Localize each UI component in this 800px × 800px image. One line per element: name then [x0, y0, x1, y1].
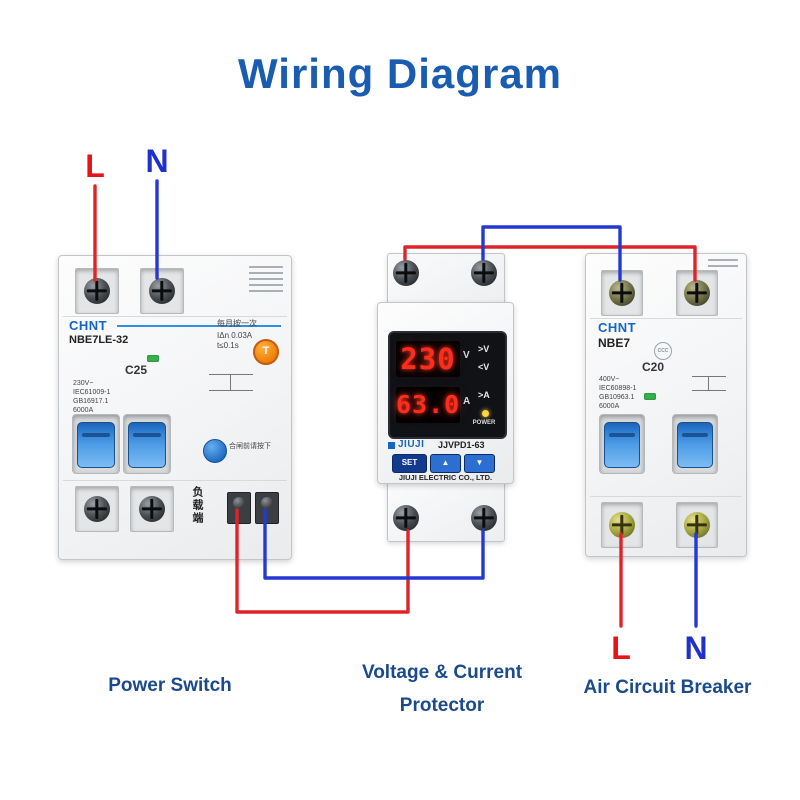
toggle-slot	[672, 414, 718, 474]
vent-louvers	[708, 259, 738, 269]
current-value: 63.0	[396, 390, 461, 419]
company-label: JIUJI ELECTRIC CO., LTD.	[398, 473, 493, 482]
up-button: ▲	[430, 454, 461, 473]
page-title: Wiring Diagram	[238, 50, 562, 97]
terminal-block	[601, 270, 643, 316]
breaker-toggle	[77, 422, 115, 468]
caption-protector-line1: Voltage & Current	[361, 662, 523, 683]
model-label: NBE7LE-32	[69, 334, 129, 346]
over-voltage-indicator: >V	[478, 344, 490, 354]
output-wire-clamp	[255, 492, 279, 524]
model-label: NBE7	[598, 336, 631, 350]
terminal-block	[676, 502, 718, 548]
molding-line	[63, 316, 287, 317]
terminal-block	[75, 268, 119, 314]
current-rating-label: C20	[642, 360, 665, 374]
voltage-value: 230	[400, 342, 456, 376]
spec-line: IEC60898-1	[599, 385, 637, 392]
terminal-screw	[393, 505, 419, 531]
terminal-screw	[471, 505, 497, 531]
trip-time-label: t≤0.1s	[217, 341, 239, 350]
output-wire-clamp	[227, 492, 251, 524]
monthly-test-note: 每月按一次	[217, 319, 257, 328]
protector-bottom-neck	[387, 480, 505, 542]
toggle-slot	[123, 414, 171, 474]
caption-power-switch: Power Switch	[108, 675, 232, 696]
spec-line: GB16917.1	[73, 398, 109, 405]
molding-line	[590, 496, 742, 497]
caption-air-breaker: Air Circuit Breaker	[583, 677, 752, 698]
terminal-screw	[84, 278, 110, 304]
terminal-block	[601, 502, 643, 548]
display-panel: 230 V >V <V 63.0 A >A POWER	[388, 331, 507, 439]
label-neutral-output: N	[684, 630, 708, 666]
status-indicator	[644, 393, 656, 400]
air-breaker-device: CHNT NBE7 CCC C20 400V~ IEC60898-1 GB109…	[585, 253, 747, 557]
terminal-screw	[471, 260, 497, 286]
under-voltage-indicator: <V	[478, 362, 490, 372]
set-button: SET	[392, 454, 427, 473]
vent-louvers	[249, 266, 283, 294]
label-neutral-input: N	[145, 143, 169, 179]
molding-line	[590, 318, 742, 319]
reclose-button	[203, 439, 227, 463]
breaker-toggle	[604, 422, 640, 468]
test-button: T	[253, 339, 279, 365]
reclose-note: 合闸前请按下	[229, 443, 271, 450]
terminal-block	[75, 486, 119, 532]
brand-logo: CHNT	[69, 318, 108, 333]
spec-line: 6000A	[73, 407, 94, 414]
terminal-screw	[684, 280, 710, 306]
model-label: JJVPD1-63	[438, 440, 485, 450]
ccc-cert-mark: CCC	[654, 342, 672, 360]
brand-logo: JIUJI	[398, 439, 425, 450]
terminal-screw	[139, 496, 165, 522]
terminal-block	[676, 270, 718, 316]
protector-top-neck	[387, 253, 505, 307]
voltage-display: 230	[396, 341, 460, 377]
terminal-screw	[684, 512, 710, 538]
down-button: ▼	[464, 454, 495, 473]
current-rating-label: C25	[125, 363, 148, 377]
current-display: 63.0	[396, 387, 460, 423]
toggle-slot	[72, 414, 120, 474]
label-live-input: L	[85, 148, 105, 184]
status-indicator	[147, 355, 159, 362]
spec-line: 230V~	[73, 380, 94, 387]
terminal-screw	[149, 278, 175, 304]
spec-line: 6000A	[599, 403, 620, 410]
molding-line	[63, 480, 287, 481]
load-side-label: 负载端	[191, 486, 203, 525]
terminal-screw	[393, 260, 419, 286]
terminal-block	[130, 486, 174, 532]
accent-strip	[117, 325, 281, 327]
spec-line: IEC61009-1	[73, 389, 111, 396]
toggle-slot	[599, 414, 645, 474]
breaker-toggle	[128, 422, 166, 468]
voltage-unit: V	[463, 350, 470, 361]
residual-current-label: IΔn 0.03A	[217, 331, 253, 340]
power-switch-device: CHNT NBE7LE-32 每月按一次 IΔn 0.03A t≤0.1s T …	[58, 255, 292, 560]
protector-device: 230 V >V <V 63.0 A >A POWER JIUJI JJVPD1…	[377, 302, 514, 484]
brand-logo: CHNT	[598, 320, 637, 335]
caption-protector-line2: Protector	[399, 695, 485, 716]
brand-mark-icon	[388, 442, 395, 449]
terminal-screw	[609, 280, 635, 306]
label-live-output: L	[611, 630, 631, 666]
terminal-screw	[609, 512, 635, 538]
current-unit: A	[463, 396, 471, 407]
spec-line: 400V~	[599, 376, 620, 383]
power-led	[482, 410, 489, 417]
spec-line: GB10963.1	[599, 394, 635, 401]
terminal-block	[140, 268, 184, 314]
breaker-toggle	[677, 422, 713, 468]
terminal-screw	[84, 496, 110, 522]
over-current-indicator: >A	[478, 390, 490, 400]
power-label: POWER	[472, 420, 496, 426]
